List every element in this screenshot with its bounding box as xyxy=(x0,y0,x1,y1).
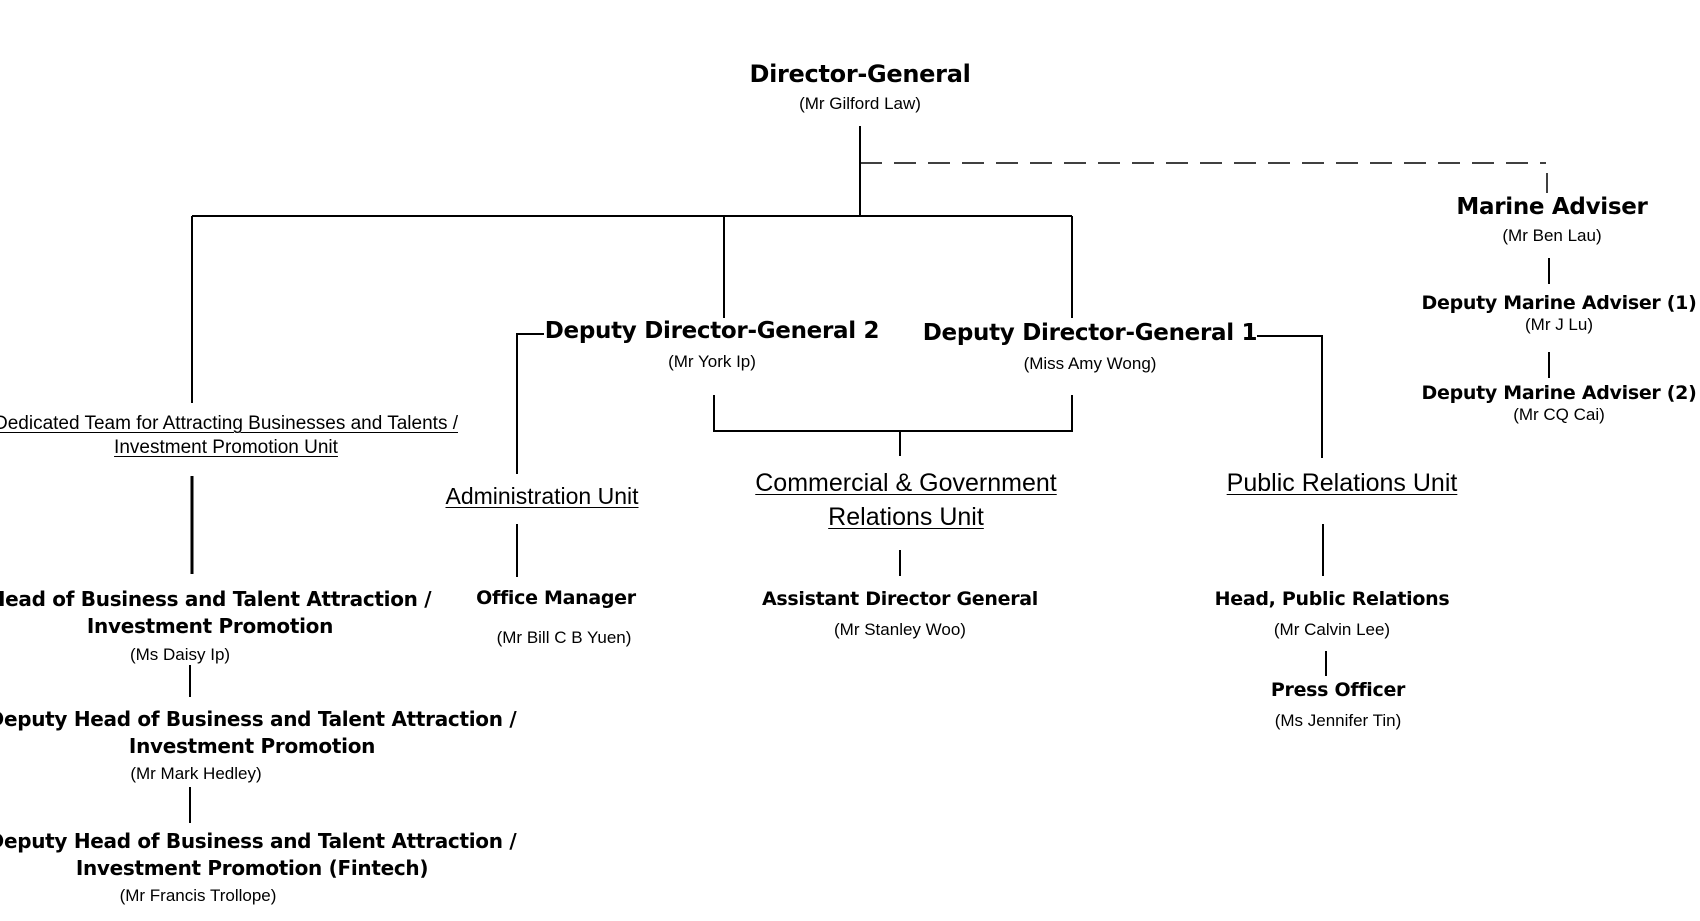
investment-unit-line1: Dedicated Team for Attracting Businesses… xyxy=(0,413,459,434)
press-officer-node: Press Officer (Ms Jennifer Tin) xyxy=(1270,679,1406,731)
office-manager-title: Office Manager xyxy=(476,587,636,609)
deputy-marine-adviser-2-title: Deputy Marine Adviser (2) xyxy=(1421,382,1697,404)
public-relations-unit-node: Public Relations Unit xyxy=(1227,466,1458,500)
director-general-title: Director-General xyxy=(749,60,971,88)
deputy-head-business-name: (Mr Mark Hedley) xyxy=(130,764,262,783)
director-general-name: (Mr Gilford Law) xyxy=(799,94,921,113)
deputy-marine-adviser-2-node: Deputy Marine Adviser (2) (Mr CQ Cai) xyxy=(1422,382,1697,425)
deputy-director-general-1-node: Deputy Director-General 1 (Miss Amy Wong… xyxy=(922,320,1258,374)
deputy-marine-adviser-1-title: Deputy Marine Adviser (1) xyxy=(1421,292,1697,314)
marine-adviser-name: (Mr Ben Lau) xyxy=(1502,226,1602,245)
deputy-director-general-2-node: Deputy Director-General 2 (Mr York Ip) xyxy=(544,318,880,372)
head-public-relations-title: Head, Public Relations xyxy=(1214,588,1450,610)
deputy-director-general-2-name: (Mr York Ip) xyxy=(668,352,756,371)
investment-unit-line2: Investment Promotion Unit xyxy=(114,437,338,458)
head-business-talent-node: Head of Business and Talent Attraction /… xyxy=(0,586,432,640)
head-business-title-line1: Head of Business and Talent Attraction / xyxy=(0,587,432,611)
deputy-marine-adviser-1-name: (Mr J Lu) xyxy=(1524,315,1593,334)
deputy-director-general-1-title: Deputy Director-General 1 xyxy=(922,320,1258,346)
head-business-title-line2: Investment Promotion xyxy=(86,614,334,638)
commercial-unit-line1: Commercial & Government xyxy=(755,469,1057,497)
deputy-head-fintech-title-line2: Investment Promotion (Fintech) xyxy=(75,856,429,880)
assistant-director-general-title: Assistant Director General xyxy=(762,588,1038,610)
assistant-director-general-node: Assistant Director General (Mr Stanley W… xyxy=(762,588,1038,640)
deputy-head-business-node: Deputy Head of Business and Talent Attra… xyxy=(0,706,517,760)
deputy-head-fintech-title-line1: Deputy Head of Business and Talent Attra… xyxy=(0,829,517,853)
commercial-government-relations-unit-node: Commercial & Government Relations Unit xyxy=(755,466,1056,534)
office-manager-node: Office Manager xyxy=(476,587,636,609)
director-general-node: Director-General (Mr Gilford Law) xyxy=(749,60,970,114)
public-relations-unit-label: Public Relations Unit xyxy=(1226,469,1458,497)
press-officer-name: (Ms Jennifer Tin) xyxy=(1274,711,1402,730)
connector-ddg-bracket xyxy=(713,395,1073,432)
deputy-head-fintech-name: (Mr Francis Trollope) xyxy=(119,886,277,905)
administration-unit-node: Administration Unit xyxy=(445,483,638,510)
commercial-unit-line2: Relations Unit xyxy=(828,503,984,531)
deputy-head-business-title-line1: Deputy Head of Business and Talent Attra… xyxy=(0,707,517,731)
head-public-relations-node: Head, Public Relations (Mr Calvin Lee) xyxy=(1215,588,1450,640)
deputy-director-general-2-title: Deputy Director-General 2 xyxy=(544,318,880,344)
head-business-name: (Ms Daisy Ip) xyxy=(129,645,231,664)
connector-ddg1-pr xyxy=(1257,335,1323,458)
deputy-marine-adviser-1-node: Deputy Marine Adviser (1) (Mr J Lu) xyxy=(1422,292,1697,335)
deputy-head-business-title-line2: Investment Promotion xyxy=(128,734,376,758)
marine-adviser-node: Marine Adviser (Mr Ben Lau) xyxy=(1456,194,1648,246)
administration-unit-label: Administration Unit xyxy=(445,483,639,509)
head-public-relations-name: (Mr Calvin Lee) xyxy=(1273,620,1391,639)
office-manager-name: (Mr Bill C B Yuen) xyxy=(496,628,632,647)
connector-ddg2-admin xyxy=(516,333,544,474)
marine-adviser-title: Marine Adviser xyxy=(1456,194,1648,220)
press-officer-title: Press Officer xyxy=(1270,679,1406,701)
deputy-director-general-1-name: (Miss Amy Wong) xyxy=(1023,354,1157,373)
deputy-head-fintech-node: Deputy Head of Business and Talent Attra… xyxy=(0,828,517,882)
deputy-marine-adviser-2-name: (Mr CQ Cai) xyxy=(1513,405,1605,424)
investment-promotion-unit-node: Dedicated Team for Attracting Businesses… xyxy=(0,412,458,460)
assistant-director-general-name: (Mr Stanley Woo) xyxy=(834,620,966,639)
